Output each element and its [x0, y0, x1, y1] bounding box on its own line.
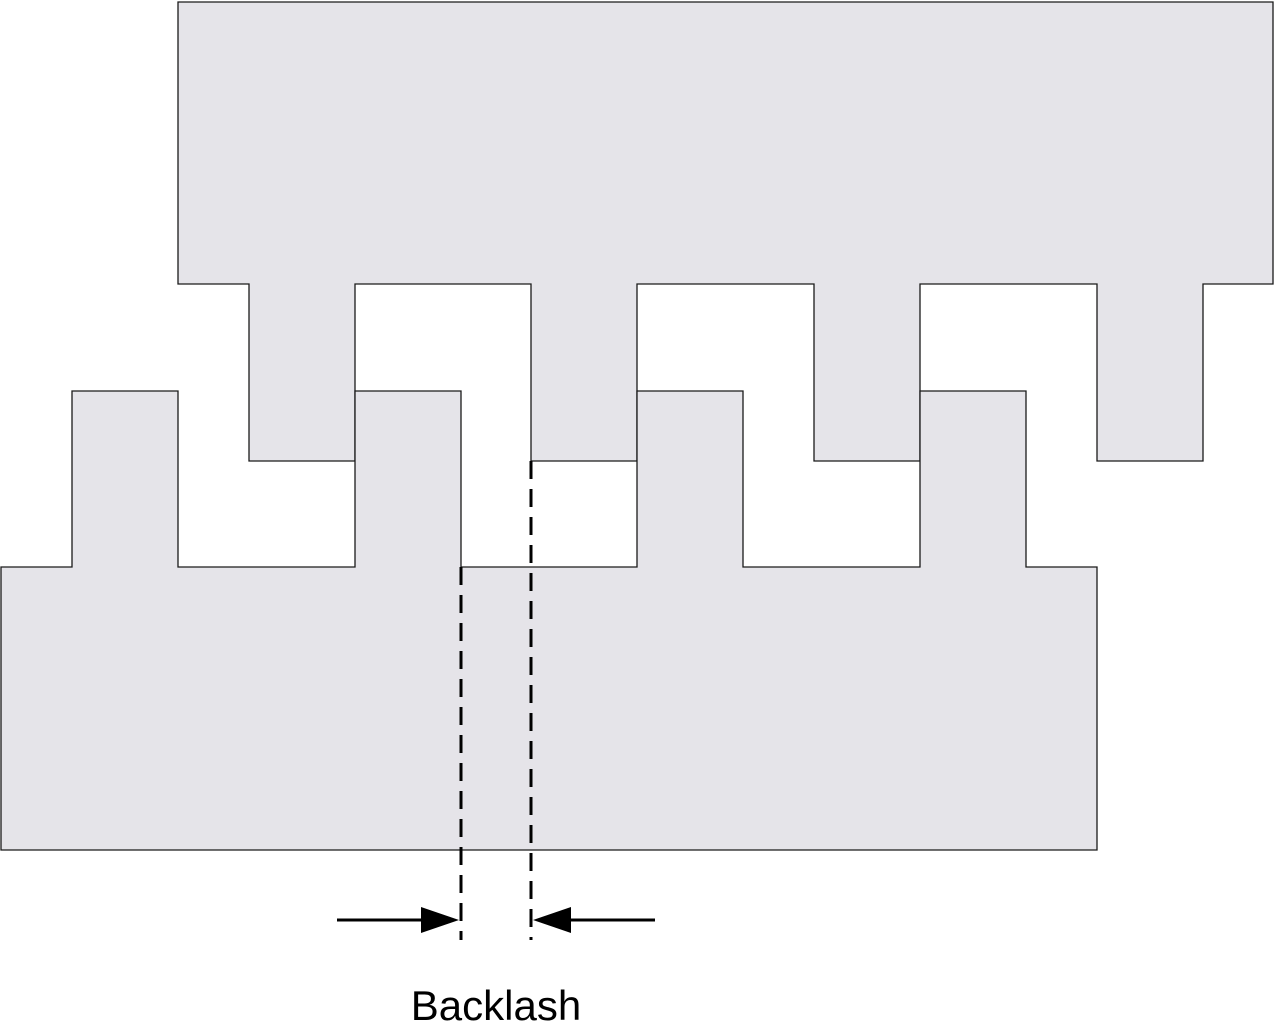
upper-rack [177, 1, 1274, 462]
backlash-label: Backlash [411, 982, 581, 1029]
right-arrow [533, 907, 655, 933]
left-arrow [337, 907, 459, 933]
right-arrowhead [533, 907, 571, 933]
left-arrowhead [421, 907, 459, 933]
lower-rack [0, 390, 1098, 851]
